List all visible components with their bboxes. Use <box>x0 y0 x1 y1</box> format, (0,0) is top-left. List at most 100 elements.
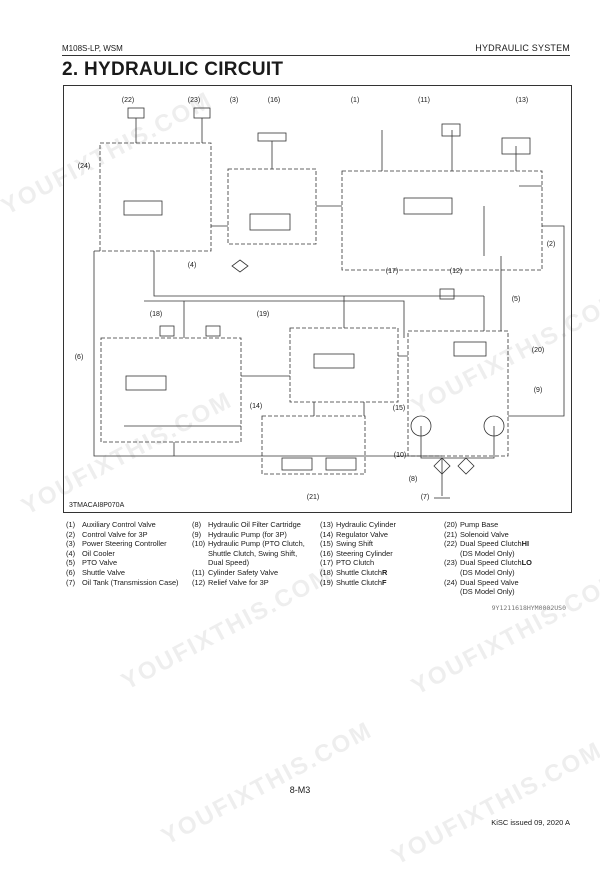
callout-label: (22) <box>121 97 135 104</box>
legend-number: (15) <box>320 539 334 549</box>
oil-cooler-symbol <box>231 259 249 273</box>
callout-label: (23) <box>187 97 201 104</box>
legend-item: (20)Pump Base <box>444 520 532 530</box>
legend-number: (20) <box>444 520 458 529</box>
callout-label: (20) <box>531 347 545 354</box>
legend-number: (12) <box>192 577 206 587</box>
pump-9-symbol <box>483 415 505 437</box>
legend-number: (13) <box>320 520 334 529</box>
shuttle-r-symbol <box>159 325 175 337</box>
legend-text: Dual Speed Clutch <box>460 558 522 568</box>
legend-continuation: (DS Model Only) <box>460 548 515 558</box>
legend-text: Auxiliary Control Valve <box>82 520 156 529</box>
legend-item: (11)Cylinder Safety Valve <box>192 568 305 578</box>
legend-item: (4)Oil Cooler <box>66 549 179 559</box>
legend-number: (14) <box>320 529 334 539</box>
legend-column-2: (8)Hydraulic Oil Filter Cartridge(9)Hydr… <box>192 520 305 587</box>
callout-label: (7) <box>420 494 430 501</box>
legend-text: Hydraulic Pump (for 3P) <box>208 529 287 539</box>
filter-b-symbol <box>457 457 475 475</box>
legend-number: (4) <box>66 548 76 558</box>
regulator-spool <box>313 353 355 369</box>
dual-speed-spool <box>123 200 163 216</box>
callout-label: (4) <box>187 262 197 269</box>
callout-label: (17) <box>385 268 399 275</box>
legend-number: (9) <box>192 529 202 539</box>
legend-continuation: Shuttle Clutch, Swing Shift, <box>208 548 298 558</box>
legend-number: (24) <box>444 577 458 587</box>
legend-text: Dual Speed Valve <box>460 577 519 587</box>
legend-text: PTO Valve <box>82 558 118 568</box>
legend-number: (23) <box>444 558 458 568</box>
callout-label: (12) <box>449 268 463 275</box>
legend-item: (16)Steering Cylinder <box>320 549 396 559</box>
legend-item: (2)Control Valve for 3P <box>66 530 179 540</box>
dual-speed-valve-outline <box>99 142 212 252</box>
callout-label: (3) <box>229 97 239 104</box>
legend-item: (18)Shuttle Clutch R <box>320 568 396 578</box>
legend-text: Swing Shift <box>336 539 373 549</box>
legend-item: (24)Dual Speed Valve <box>444 578 532 588</box>
legend-continuation: (DS Model Only) <box>460 567 515 577</box>
callout-label: (13) <box>515 97 529 104</box>
legend-text: Shuttle Valve <box>82 567 126 577</box>
filter-a-symbol <box>433 457 451 475</box>
legend-number: (21) <box>444 529 458 539</box>
swing-shift-outline <box>261 415 366 475</box>
control-spool <box>403 197 453 215</box>
pump-10-symbol <box>410 415 432 437</box>
watermark: YOUFIXTHIS.COM <box>157 716 378 851</box>
legend-item: (7) Oil Tank (Transmission Case) <box>66 578 179 588</box>
callout-label: (16) <box>267 97 281 104</box>
legend-number: (16) <box>320 548 334 558</box>
legend-column-1: (1)Auxiliary Control Valve(2)Control Val… <box>66 520 179 587</box>
header-rule <box>62 55 570 56</box>
legend-column-3: (13)Hydraulic Cylinder(14)Regulator Valv… <box>320 520 396 587</box>
legend-bold-suffix: HI <box>521 539 530 549</box>
legend-number: (19) <box>320 577 334 587</box>
shuttle-valve-outline <box>100 337 242 443</box>
header-section: HYDRAULIC SYSTEM <box>475 43 570 53</box>
legend-column-4: (20)Pump Base(21)Solenoid Valve(22)Dual … <box>444 520 532 597</box>
solenoid-valve-b <box>325 457 357 471</box>
legend-bold-suffix: R <box>382 567 388 577</box>
legend-item: (5) PTO Valve <box>66 558 179 568</box>
legend-item: (17)PTO Clutch <box>320 558 396 568</box>
legend-item: (3)Power Steering Controller <box>66 539 179 549</box>
control-valve-outline <box>341 170 543 271</box>
callout-label: (21) <box>306 494 320 501</box>
legend-number: (6) <box>66 567 76 577</box>
shuttle-f-symbol <box>205 325 221 337</box>
legend-text: Regulator Valve <box>336 529 389 539</box>
legend-item: (19)Shuttle Clutch F <box>320 578 396 588</box>
legend-text: Relief Valve for 3P <box>208 577 269 587</box>
page-number: 8-M3 <box>289 785 311 795</box>
legend-item: (13)Hydraulic Cylinder <box>320 520 396 530</box>
callout-label: (18) <box>149 311 163 318</box>
legend-text: Solenoid Valve <box>460 529 509 539</box>
figure-code: 3TMACAI8P070A <box>69 502 125 509</box>
legend-text: Hydraulic Cylinder <box>336 520 396 529</box>
legend-item: (10)Hydraulic Pump (PTO Clutch, <box>192 539 305 549</box>
legend-text: Hydraulic Oil Filter Cartridge <box>208 520 301 529</box>
clutch-lo-symbol <box>193 107 211 119</box>
callout-label: (2) <box>546 241 556 248</box>
legend-number: (17) <box>320 558 334 568</box>
legend-continuation: (DS Model Only) <box>460 587 515 597</box>
callout-label: (15) <box>392 405 406 412</box>
legend-text: Oil Tank (Transmission Case) <box>82 577 179 587</box>
legend-text: Power Steering Controller <box>82 539 167 549</box>
steering-spool <box>249 213 291 231</box>
legend-text: Pump Base <box>460 520 499 529</box>
callout-label: (6) <box>74 354 84 361</box>
legend-number: (22) <box>444 539 458 549</box>
callout-label: (24) <box>77 163 91 170</box>
legend-number: (7) <box>66 577 76 587</box>
legend-item: (6) Shuttle Valve <box>66 568 179 578</box>
callout-label: (19) <box>256 311 270 318</box>
legend-number: (5) <box>66 558 76 568</box>
legend-text: Steering Cylinder <box>336 548 393 558</box>
legend-text: Hydraulic Pump (PTO Clutch, <box>208 539 305 549</box>
legend-item: (1)Auxiliary Control Valve <box>66 520 179 530</box>
unit-outlines <box>99 142 543 475</box>
